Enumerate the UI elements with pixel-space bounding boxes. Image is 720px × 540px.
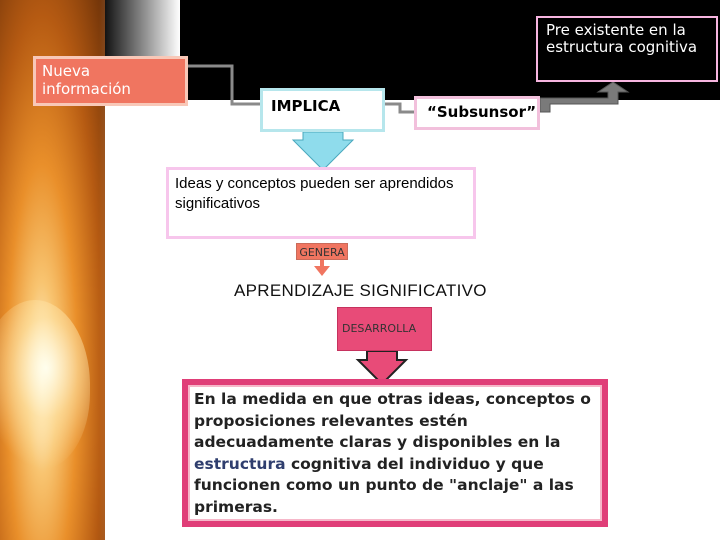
aprendizaje-significativo-label: APRENDIZAJE SIGNIFICATIVO — [234, 281, 487, 300]
connector-implica-subsunsor — [385, 102, 414, 114]
medida-text-part1: En la medida en que otras ideas, concept… — [194, 390, 591, 451]
genera-label: GENERA — [296, 243, 348, 260]
connector-nueva-implica — [188, 64, 260, 106]
nueva-informacion-box: Nueva información — [33, 56, 188, 106]
desarrolla-box: DESARROLLA — [337, 307, 432, 351]
medida-text-highlight: estructura — [194, 454, 286, 473]
medida-condition-box: En la medida en que otras ideas, concept… — [182, 379, 608, 527]
arrow-to-pre-existente — [539, 81, 630, 113]
pre-existente-box: Pre existente en la estructura cognitiva — [536, 16, 718, 82]
subsunsor-box: “Subsunsor” — [414, 96, 540, 130]
arrow-implica-down — [291, 131, 355, 171]
ideas-conceptos-box: Ideas y conceptos pueden ser aprendidos … — [166, 167, 476, 239]
medida-text-part2: cognitiva del individuo y que funcionen … — [194, 454, 574, 516]
arrow-desarrolla-down — [355, 350, 409, 386]
implica-box: IMPLICA — [260, 88, 385, 132]
arrow-genera-down — [314, 260, 330, 276]
